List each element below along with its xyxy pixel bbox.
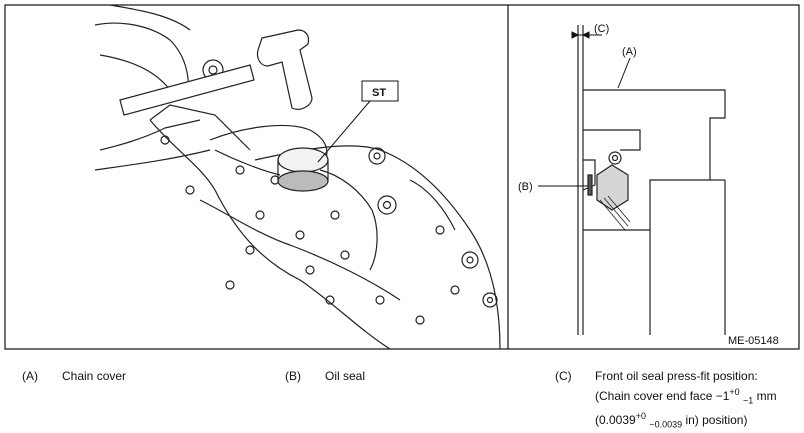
figure-frame	[4, 4, 800, 350]
callout-a: (A)	[622, 46, 637, 58]
legend-item-c: (C) Front oil seal press-fit position: (…	[555, 368, 777, 433]
st-label-box	[361, 80, 399, 102]
st-label: ST	[372, 87, 386, 99]
legend-tag-c: (C)	[555, 369, 572, 383]
legend-c-line2-sup: +0	[729, 387, 740, 397]
legend-c-line3-pre: (0.0039	[595, 413, 636, 428]
legend-text-b: Oil seal	[325, 369, 366, 383]
diagram-figure: ST (C) (A) (B) ME-05148	[4, 4, 800, 350]
legend-text-a: Chain cover	[62, 369, 127, 383]
legend-text-c: Front oil seal press-fit position: (Chai…	[595, 368, 777, 433]
figure-code: ME-05148	[728, 335, 779, 347]
legend-c-line2-post: mm	[753, 389, 777, 403]
dimension-c	[571, 31, 602, 39]
chain-cover-cross-section	[577, 25, 726, 335]
callout-c: (C)	[594, 23, 609, 35]
legend-item-b: (B) Oil seal	[285, 368, 365, 384]
legend-c-line2-sub: −1	[743, 395, 754, 406]
callout-a-leader	[617, 57, 631, 89]
legend-c-line2-pre: (Chain cover end face −1	[595, 389, 730, 403]
legend-item-a: (A) Chain cover	[22, 368, 126, 384]
legend-c-line3-sub: −0.0039	[649, 419, 683, 430]
legend-tag-b: (B)	[285, 369, 301, 383]
legend-tag-a: (A)	[22, 369, 38, 383]
st-leader-line	[317, 100, 371, 163]
legend-c-line3-sup: +0	[635, 411, 646, 422]
legend-c-line3-post: in) position)	[682, 413, 748, 428]
engine-chain-cover-illustration	[94, 4, 501, 350]
legend-c-line1: Front oil seal press-fit position:	[595, 369, 758, 383]
callout-b: (B)	[518, 181, 533, 193]
